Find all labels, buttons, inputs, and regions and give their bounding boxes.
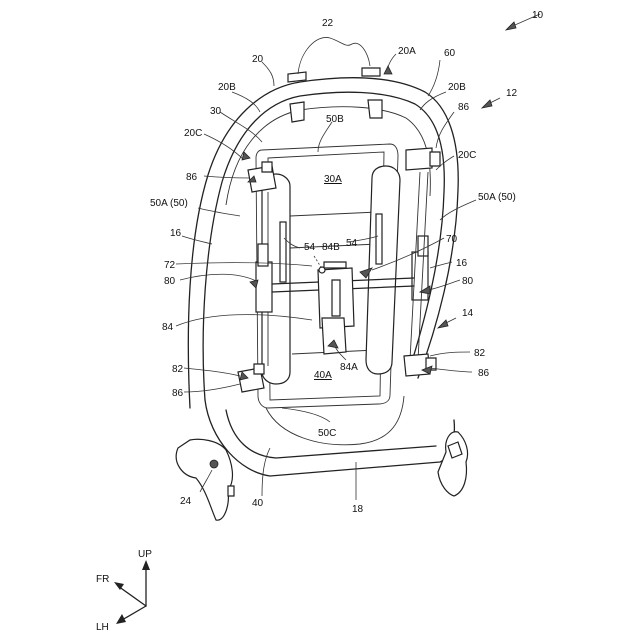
label-80-left: 80	[164, 276, 176, 287]
label-82-left: 82	[172, 364, 184, 375]
label-24: 24	[180, 496, 192, 507]
label-86-top-right: 86	[458, 102, 470, 113]
right-rail	[366, 148, 440, 376]
axis-up-label: UP	[138, 549, 152, 560]
orientation-axes: UP FR LH	[96, 549, 152, 633]
label-84B: 84B	[322, 242, 340, 253]
label-86-bottom-left: 86	[172, 388, 184, 399]
label-20C-left: 20C	[184, 128, 202, 139]
label-82-right: 82	[474, 348, 486, 359]
label-30: 30	[210, 106, 222, 117]
label-72: 72	[164, 260, 176, 271]
label-70: 70	[446, 234, 458, 245]
label-22: 22	[322, 18, 334, 29]
label-20A: 20A	[398, 46, 416, 57]
label-40A: 40A	[314, 370, 332, 381]
label-16-left: 16	[170, 228, 182, 239]
lower-frame	[176, 396, 467, 520]
label-30A: 30A	[324, 174, 342, 185]
label-14: 14	[462, 308, 474, 319]
label-18: 18	[352, 504, 364, 515]
label-20B-left: 20B	[218, 82, 236, 93]
label-50C: 50C	[318, 428, 336, 439]
label-86-bottom-right: 86	[478, 368, 490, 379]
label-40: 40	[252, 498, 264, 509]
label-54-right: 54	[346, 238, 358, 249]
label-50B: 50B	[326, 114, 344, 125]
label-84: 84	[162, 322, 174, 333]
axis-lh-label: LH	[96, 622, 109, 633]
label-50A-left: 50A (50)	[150, 198, 188, 209]
label-80-right: 80	[462, 276, 474, 287]
label-60: 60	[444, 48, 456, 59]
label-16-right: 16	[456, 258, 468, 269]
label-84A: 84A	[340, 362, 358, 373]
axis-fr-label: FR	[96, 574, 109, 585]
label-50A-right: 50A (50)	[478, 192, 516, 203]
label-12: 12	[506, 88, 518, 99]
label-20: 20	[252, 54, 264, 65]
label-54-left: 54	[304, 242, 316, 253]
label-20B-right: 20B	[448, 82, 466, 93]
label-10: 10	[532, 10, 544, 21]
label-20C-right: 20C	[458, 150, 476, 161]
label-86-top-left: 86	[186, 172, 198, 183]
